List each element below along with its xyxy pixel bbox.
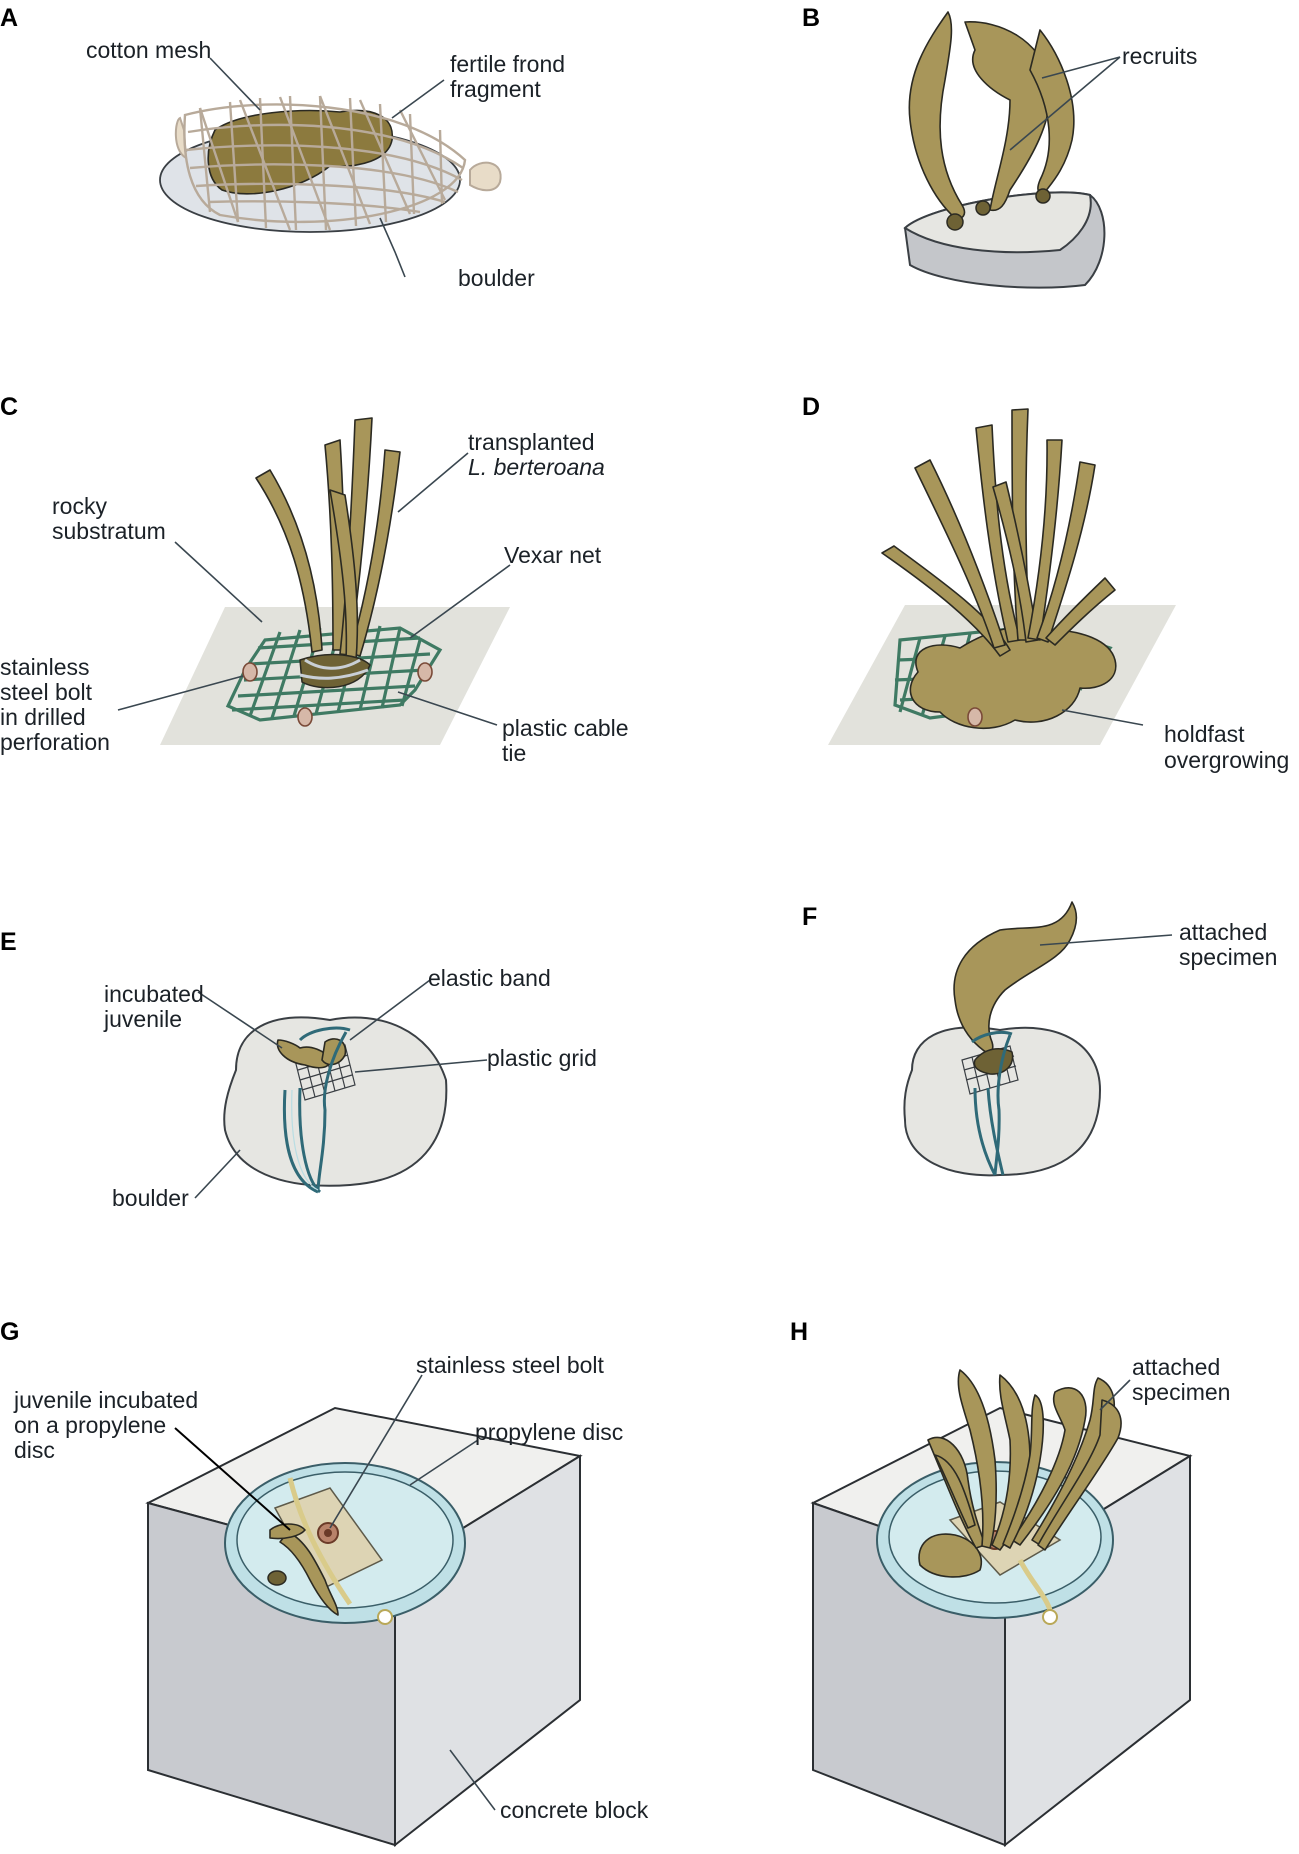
leader-lines-d bbox=[1061, 709, 1144, 726]
label-plastic-cable: plastic cable bbox=[502, 715, 629, 741]
transplanted-kelp bbox=[255, 417, 401, 689]
rock-b bbox=[903, 191, 1106, 289]
leader-lines-c bbox=[117, 452, 511, 726]
juvenile-on-disc bbox=[267, 1523, 339, 1616]
label-transplanted: transplanted bbox=[468, 429, 595, 455]
label-perforation: perforation bbox=[0, 729, 110, 755]
label-specimen-h: specimen bbox=[1132, 1379, 1230, 1405]
attached-specimen-f bbox=[953, 901, 1078, 1075]
label-specimen-f: specimen bbox=[1179, 944, 1277, 970]
leader-lines-h bbox=[1099, 1379, 1131, 1411]
label-fertile-frond: fertile frond bbox=[450, 51, 565, 77]
panel-letter-a: A bbox=[0, 4, 18, 32]
leader-lines-b bbox=[1009, 56, 1121, 151]
stainless-steel-bolts-c bbox=[242, 662, 433, 727]
panel-letter-d: D bbox=[802, 393, 820, 421]
label-juvenile-incubated: juvenile incubated bbox=[13, 1387, 198, 1413]
label-stainless: stainless bbox=[0, 654, 89, 680]
panel-letter-c: C bbox=[0, 393, 18, 421]
cotton-mesh bbox=[174, 95, 502, 231]
panel-c: C transplanted L. ber bbox=[0, 393, 629, 766]
panel-d: D holdfast overgrowing bbox=[802, 393, 1289, 773]
label-boulder-a: boulder bbox=[458, 265, 535, 291]
label-in-drilled: in drilled bbox=[0, 704, 86, 730]
stainless-steel-bolt-g bbox=[317, 1522, 339, 1544]
label-rocky: rocky bbox=[52, 493, 107, 519]
recruit-left bbox=[908, 11, 966, 220]
attached-specimen-h bbox=[918, 1369, 1122, 1578]
panel-letter-h: H bbox=[790, 1318, 808, 1346]
elastic-band-f bbox=[971, 1030, 1013, 1176]
panel-a: A cotton mesh fertile frond fragment bou… bbox=[0, 4, 565, 291]
panel-letter-e: E bbox=[0, 928, 17, 956]
label-tie: tie bbox=[502, 740, 526, 766]
panel-letter-g: G bbox=[0, 1318, 19, 1346]
label-concrete-block: concrete block bbox=[500, 1797, 649, 1823]
label-l-berteroana: L. berteroana bbox=[468, 454, 605, 480]
label-attached-f: attached bbox=[1179, 919, 1267, 945]
panel-g: G stain bbox=[0, 1318, 623, 1848]
label-recruits: recruits bbox=[1122, 43, 1197, 69]
label-fragment: fragment bbox=[450, 76, 541, 102]
label-boulder-e: boulder bbox=[112, 1185, 189, 1211]
boulder-e bbox=[223, 1016, 448, 1187]
panel-f: F attached specimen bbox=[802, 901, 1277, 1177]
label-cotton-mesh: cotton mesh bbox=[86, 37, 211, 63]
label-substratum: substratum bbox=[52, 518, 166, 544]
leader-lines-g bbox=[174, 1374, 496, 1811]
label-elastic-band: elastic band bbox=[428, 965, 551, 991]
panel-h: H attached s bbox=[500, 1318, 1230, 1848]
panel-b: B recruits bbox=[802, 4, 1197, 289]
label-vexar-net: Vexar net bbox=[504, 542, 602, 568]
panel-letter-b: B bbox=[802, 4, 820, 32]
label-disc: disc bbox=[14, 1437, 55, 1463]
label-holdfast: holdfast bbox=[1164, 721, 1245, 747]
label-stainless-steel-bolt: stainless steel bolt bbox=[416, 1352, 605, 1378]
label-attached-h: attached bbox=[1132, 1354, 1220, 1380]
label-steel-bolt: steel bolt bbox=[0, 679, 93, 705]
rope-g bbox=[287, 1477, 393, 1625]
label-incubated: incubated bbox=[104, 981, 204, 1007]
holdfasts-b bbox=[946, 188, 1051, 231]
leader-lines-a bbox=[209, 57, 445, 278]
leader-lines-e bbox=[194, 979, 488, 1199]
label-plastic-grid: plastic grid bbox=[487, 1045, 597, 1071]
panel-e: E incubated juvenile elastic band plasti… bbox=[0, 928, 597, 1211]
label-juvenile: juvenile bbox=[103, 1006, 182, 1032]
label-propylene-disc: propylene disc bbox=[475, 1419, 623, 1445]
elastic-band bbox=[282, 1026, 351, 1194]
panel-letter-f: F bbox=[802, 903, 817, 931]
label-on-a-propylene: on a propylene bbox=[14, 1412, 166, 1438]
kelp-stipes-d bbox=[881, 408, 1116, 657]
label-overgrowing: overgrowing bbox=[1164, 747, 1289, 773]
leader-lines-f bbox=[1039, 934, 1173, 946]
